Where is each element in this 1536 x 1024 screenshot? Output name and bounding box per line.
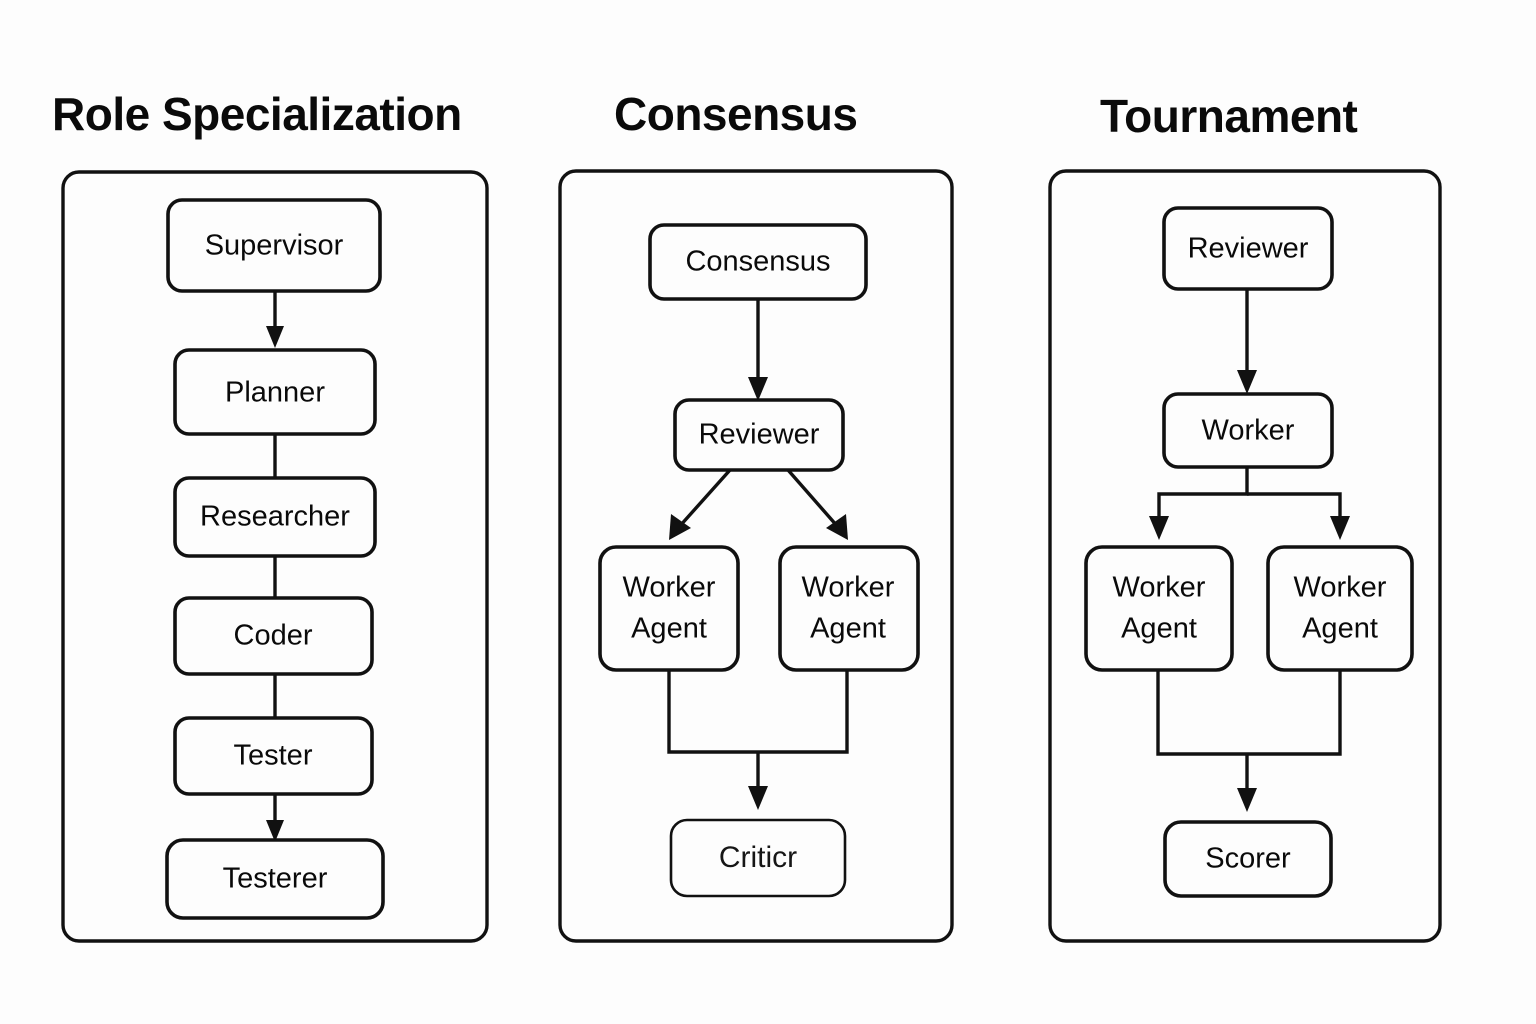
arrowhead-tournament-reviewer-worker	[1237, 370, 1257, 394]
node-tournament-worker-right[interactable]: Worker Agent	[1266, 545, 1414, 672]
node-consensus-box[interactable]	[648, 223, 868, 301]
node-tournament-worker-right-box[interactable]	[1266, 545, 1414, 672]
panel-title-tournament: Tournament	[1100, 90, 1358, 142]
node-scorer-label: Scorer	[1205, 843, 1291, 875]
edges-tournament	[1149, 289, 1350, 812]
node-criticr-box[interactable]	[669, 818, 847, 898]
node-tournament-worker-left[interactable]: Worker Agent	[1084, 545, 1234, 672]
node-coder-box[interactable]	[173, 596, 374, 676]
arrowhead-worker-split-right	[1330, 516, 1350, 540]
node-scorer[interactable]: Scorer	[1163, 820, 1333, 898]
node-consensus-reviewer[interactable]: Reviewer	[673, 398, 845, 472]
edges-role-specialization	[266, 291, 284, 842]
node-planner-box[interactable]	[173, 348, 377, 436]
edge-reviewer-worker-left	[677, 468, 732, 529]
panel-title-consensus: Consensus	[614, 88, 857, 140]
panel-frame-tournament	[1048, 169, 1442, 943]
node-consensus[interactable]: Consensus	[648, 223, 868, 301]
edges-consensus	[667, 299, 849, 810]
node-consensus-worker-right-label-line1: Worker	[802, 572, 895, 604]
node-consensus-reviewer-label: Reviewer	[699, 419, 820, 451]
node-consensus-worker-left-label-line2: Agent	[631, 613, 707, 645]
node-consensus-label: Consensus	[685, 246, 830, 278]
node-tournament-worker-right-label-line1: Worker	[1294, 572, 1387, 604]
arrowhead-tester-testerer	[266, 820, 284, 842]
arrowhead-worker-split-left	[1149, 516, 1169, 540]
node-tournament-worker[interactable]: Worker	[1162, 392, 1334, 469]
node-tester-label: Tester	[234, 740, 313, 772]
node-criticr-label: Criticr	[719, 841, 797, 874]
node-tester-box[interactable]	[173, 716, 374, 796]
node-testerer[interactable]: Testerer	[165, 838, 385, 920]
node-supervisor-label: Supervisor	[205, 230, 344, 262]
node-testerer-box[interactable]	[165, 838, 385, 920]
node-consensus-reviewer-box[interactable]	[673, 398, 845, 472]
panel-title-role-specialization: Role Specialization	[52, 88, 462, 140]
node-consensus-worker-left-label-line1: Worker	[623, 572, 716, 604]
node-consensus-worker-left[interactable]: Worker Agent	[598, 545, 740, 672]
node-tournament-worker-left-box[interactable]	[1084, 545, 1234, 672]
node-planner-label: Planner	[225, 377, 325, 409]
node-tournament-reviewer[interactable]: Reviewer	[1162, 206, 1334, 291]
arrowhead-reviewer-worker-right	[826, 514, 848, 540]
node-tester[interactable]: Tester	[173, 716, 374, 796]
node-tournament-reviewer-label: Reviewer	[1188, 233, 1309, 265]
node-coder-label: Coder	[234, 620, 313, 652]
panel-frame-consensus	[558, 169, 954, 943]
arrowhead-tournament-merge-scorer	[1237, 788, 1257, 812]
node-testerer-label: Testerer	[223, 863, 328, 895]
node-researcher-label: Researcher	[200, 501, 350, 533]
node-tournament-worker-left-label-line2: Agent	[1121, 613, 1197, 645]
node-researcher-box[interactable]	[173, 476, 377, 558]
node-researcher[interactable]: Researcher	[173, 476, 377, 558]
edge-worker-split-left	[1157, 467, 1249, 527]
node-consensus-worker-right-label-line2: Agent	[810, 613, 886, 645]
arrowhead-consensus-reviewer	[748, 377, 768, 401]
node-tournament-worker-right-label-line2: Agent	[1302, 613, 1378, 645]
node-coder[interactable]: Coder	[173, 596, 374, 676]
node-supervisor[interactable]: Supervisor	[166, 198, 382, 293]
node-planner[interactable]: Planner	[173, 348, 377, 436]
node-tournament-worker-left-label-line1: Worker	[1113, 572, 1206, 604]
node-consensus-worker-left-box[interactable]	[598, 545, 740, 672]
arrowhead-supervisor-planner	[266, 326, 284, 348]
arrowhead-reviewer-worker-left	[669, 514, 691, 540]
arrowhead-merge-criticr	[748, 786, 768, 810]
edge-tournament-merge-bracket	[1156, 670, 1342, 756]
node-tournament-worker-box[interactable]	[1162, 392, 1334, 469]
node-criticr[interactable]: Criticr	[669, 818, 847, 898]
node-scorer-box[interactable]	[1163, 820, 1333, 898]
node-consensus-worker-right[interactable]: Worker Agent	[778, 545, 920, 672]
edge-reviewer-worker-right	[786, 468, 840, 529]
node-consensus-worker-right-box[interactable]	[778, 545, 920, 672]
node-tournament-reviewer-box[interactable]	[1162, 206, 1334, 291]
node-tournament-worker-label: Worker	[1202, 415, 1295, 447]
node-supervisor-box[interactable]	[166, 198, 382, 293]
